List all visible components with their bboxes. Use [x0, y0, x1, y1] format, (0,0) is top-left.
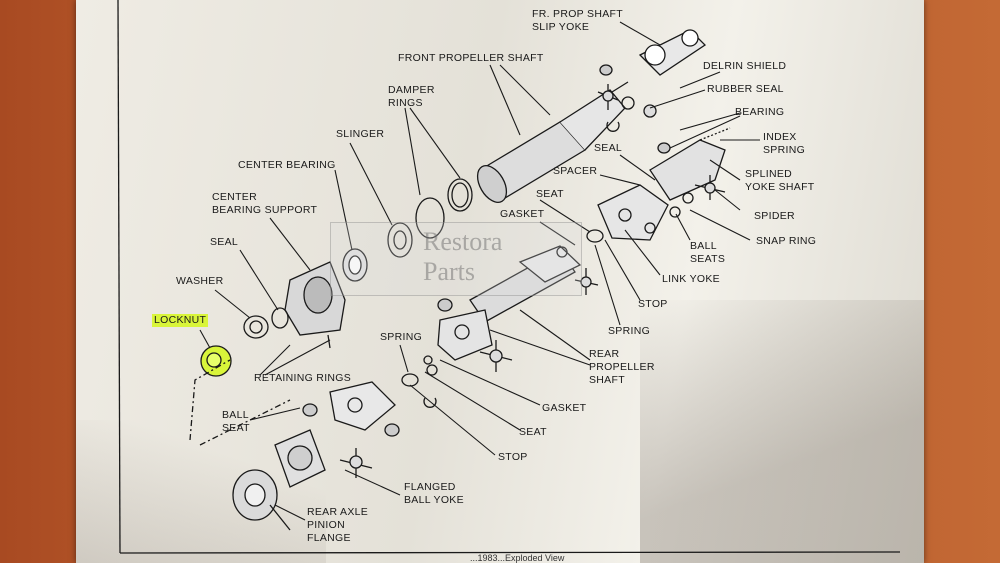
spring-coil	[586, 229, 604, 243]
label-locknut: LOCKNUT	[152, 314, 209, 327]
front-propeller-shaft	[476, 89, 626, 203]
damper-ring	[447, 178, 473, 212]
spider-lower	[339, 448, 373, 478]
bearing-cap	[599, 64, 613, 76]
delrin-shield-ring	[621, 96, 635, 110]
watermark-line2: Parts	[423, 257, 475, 286]
link-yoke	[597, 184, 669, 241]
rear-axle-pinion-flange	[232, 469, 291, 531]
label-spider-right: SPIDER	[754, 210, 795, 222]
label-stop-mid: STOP	[498, 451, 528, 463]
label-damper-rings: DAMPER RINGS	[388, 84, 435, 109]
label-front-propeller-shaft: FRONT PROPELLER SHAFT	[398, 52, 544, 64]
page-frame-line	[117, 0, 121, 554]
label-fr-prop-shaft-slip-yoke: FR. PROP SHAFT SLIP YOKE	[532, 8, 623, 33]
slinger-inner	[393, 230, 407, 250]
label-rubber-seal: RUBBER SEAL	[707, 83, 784, 95]
rear-propeller-shaft	[469, 245, 582, 323]
damper-ring	[415, 197, 445, 239]
label-retaining-rings: RETAINING RINGS	[254, 372, 352, 384]
label-spacer: SPACER	[553, 165, 598, 177]
manual-page	[76, 0, 924, 563]
rubber-seal-ring	[643, 104, 657, 118]
label-rear-axle-pinion-flange: REAR AXLE PINION FLANGE	[307, 506, 369, 544]
label-index-spring: INDEX SPRING	[763, 131, 806, 156]
label-seat-mid: SEAT	[519, 426, 547, 438]
seat-washer	[556, 246, 568, 258]
figure-caption: ...1983...Exploded View	[470, 553, 565, 563]
clip-lower	[423, 397, 437, 408]
page-frame-line	[119, 551, 901, 554]
label-snap-ring: SNAP RING	[756, 235, 817, 247]
label-gasket-mid: GASKET	[542, 402, 587, 414]
splined-yoke-shaft	[649, 127, 731, 201]
spider-mid	[479, 340, 513, 372]
label-ball-seat: BALL SEAT	[222, 409, 250, 434]
bearing-cap-lower	[384, 423, 400, 437]
slip-yoke	[638, 29, 707, 76]
label-flanged-ball-yoke: FLANGED BALL YOKE	[404, 481, 464, 506]
spider-right	[694, 175, 726, 200]
center-bearing-inner	[348, 255, 362, 275]
label-stop-right: STOP	[638, 298, 668, 310]
washer	[243, 315, 269, 339]
label-ball-seats: BALL SEATS	[690, 240, 726, 265]
label-seal-left: SEAL	[210, 236, 239, 248]
locknut	[200, 345, 232, 377]
gasket-lower	[423, 355, 433, 365]
watermark-line1: Restora	[423, 227, 503, 256]
label-rear-propeller-shaft: REAR PROPELLER SHAFT	[589, 348, 655, 386]
damper-ring-inner	[451, 182, 469, 208]
label-link-yoke: LINK YOKE	[662, 273, 720, 285]
ball-seat-lower	[302, 403, 318, 417]
watermark: Restora Parts	[330, 222, 582, 296]
bearing-cap	[437, 298, 453, 312]
label-delrin-shield: DELRIN SHIELD	[703, 60, 787, 72]
slinger	[387, 222, 413, 258]
snap-ring-clip	[606, 121, 620, 132]
seat-lower	[426, 364, 438, 376]
flanged-ball-yoke	[274, 381, 396, 488]
ball-seat	[682, 192, 694, 204]
bearing-cap	[657, 142, 671, 154]
rear-link-yoke	[437, 309, 493, 361]
leader-lines	[199, 21, 760, 521]
label-center-bearing: CENTER BEARING	[238, 159, 336, 171]
label-gasket-top: GASKET	[500, 208, 545, 220]
label-washer: WASHER	[176, 275, 224, 287]
spider-small	[574, 268, 599, 295]
label-spring-right: SPRING	[608, 325, 651, 337]
label-spring-mid: SPRING	[380, 331, 423, 343]
label-seat-top: SEAT	[536, 188, 564, 200]
seal-ring	[271, 307, 289, 329]
cross-spider-top	[597, 81, 629, 110]
label-bearing: BEARING	[735, 106, 785, 118]
ball-seat	[669, 206, 681, 218]
label-splined-yoke-shaft: SPLINED YOKE SHAFT	[745, 168, 815, 193]
center-bearing-support	[284, 261, 346, 349]
label-slinger: SLINGER	[336, 128, 385, 140]
spring-coil-lower	[401, 373, 419, 387]
washer-inner	[249, 320, 263, 334]
label-center-bearing-support: CENTER BEARING SUPPORT	[212, 191, 318, 216]
label-seal-top: SEAL	[594, 142, 623, 154]
